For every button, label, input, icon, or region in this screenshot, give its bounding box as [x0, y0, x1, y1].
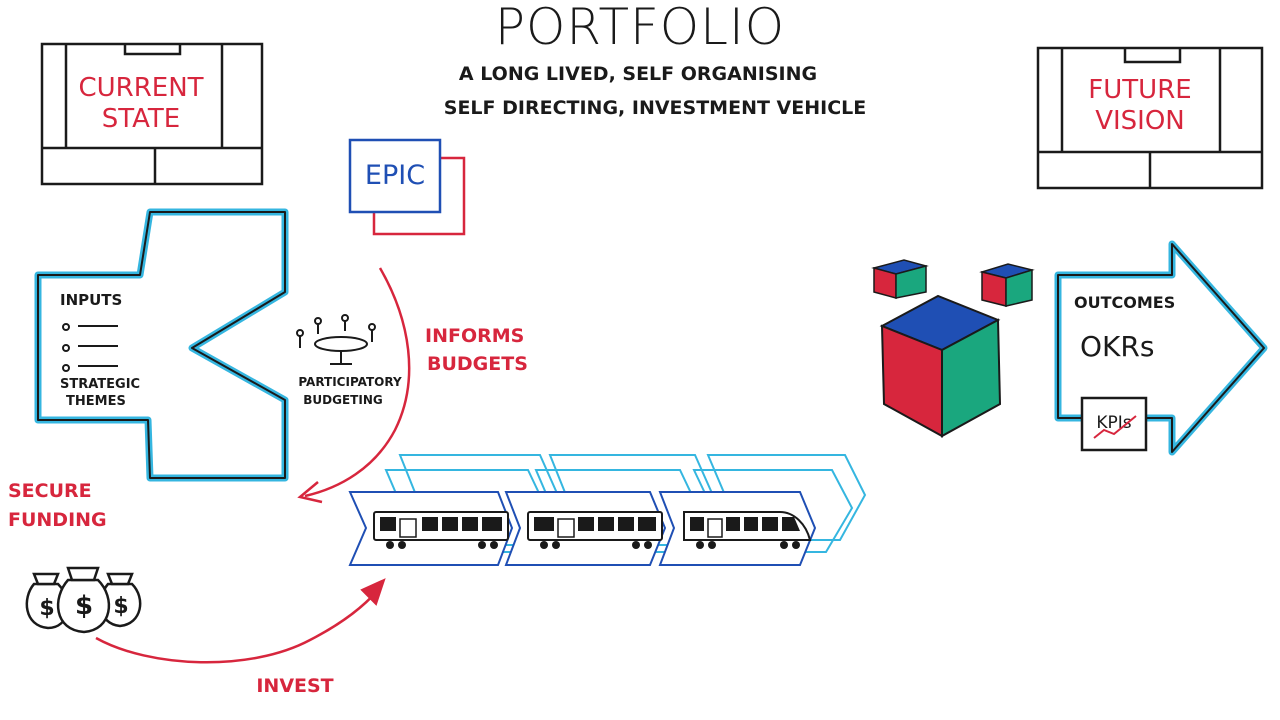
- inputs-bullet-list: [62, 323, 118, 372]
- invest-arrow: [95, 589, 379, 664]
- future-vision-board: [1036, 46, 1264, 190]
- strategic-themes-line-1: STRATEGIC: [60, 377, 140, 392]
- informs-budgets-line-1: INFORMS: [425, 325, 524, 347]
- meeting-table-icon: [296, 314, 376, 365]
- cube-icon: [871, 259, 929, 299]
- subtitle-line-1: A LONG LIVED, SELF ORGANISING: [459, 63, 817, 85]
- secure-funding-line-2: FUNDING: [8, 509, 107, 531]
- invest-label: INVEST: [256, 675, 333, 697]
- train-icon: [683, 511, 812, 549]
- future-vision-line-2: VISION: [1095, 106, 1185, 136]
- inputs-arrow-shape: [34, 208, 289, 482]
- participatory-line-1: PARTICIPATORY: [298, 375, 402, 389]
- okrs-label: OKRs: [1080, 330, 1154, 363]
- inputs-heading: INPUTS: [60, 291, 122, 309]
- outcomes-arrow-outline: [1057, 243, 1265, 453]
- train-icon: [373, 511, 509, 549]
- kpi-card: [1080, 396, 1148, 452]
- secure-funding-line-1: SECURE: [8, 480, 92, 502]
- current-state-line-1: CURRENT: [78, 73, 203, 103]
- informs-arrow: [304, 267, 411, 498]
- kpi-trend-line: [1093, 415, 1137, 439]
- kpis-label: KPIs: [1096, 413, 1131, 433]
- current-state-board: [40, 42, 264, 186]
- money-symbol-center: $: [75, 591, 93, 621]
- page-title: PORTFOLIO: [495, 0, 785, 56]
- informs-budgets-line-2: BUDGETS: [427, 353, 528, 375]
- money-bags-icon: [25, 566, 142, 634]
- current-state-line-2: STATE: [102, 104, 180, 134]
- participatory-line-2: BUDGETING: [303, 393, 382, 407]
- invest-arrowhead: [360, 578, 386, 606]
- money-symbol-right: $: [113, 594, 128, 619]
- cube-icon: [979, 263, 1035, 307]
- cube-icon: [879, 294, 1002, 438]
- money-symbol-left: $: [39, 596, 54, 621]
- train-icon: [527, 511, 663, 549]
- informs-arrowhead: [297, 481, 323, 504]
- inputs-arrow-outline: [37, 211, 286, 479]
- future-vision-line-1: FUTURE: [1088, 75, 1191, 105]
- strategic-themes-line-2: THEMES: [66, 394, 126, 409]
- epic-label: EPIC: [365, 160, 425, 191]
- epic-card-front: [348, 138, 442, 214]
- subtitle-line-2: SELF DIRECTING, INVESTMENT VEHICLE: [444, 97, 866, 119]
- outcomes-heading: OUTCOMES: [1074, 293, 1175, 312]
